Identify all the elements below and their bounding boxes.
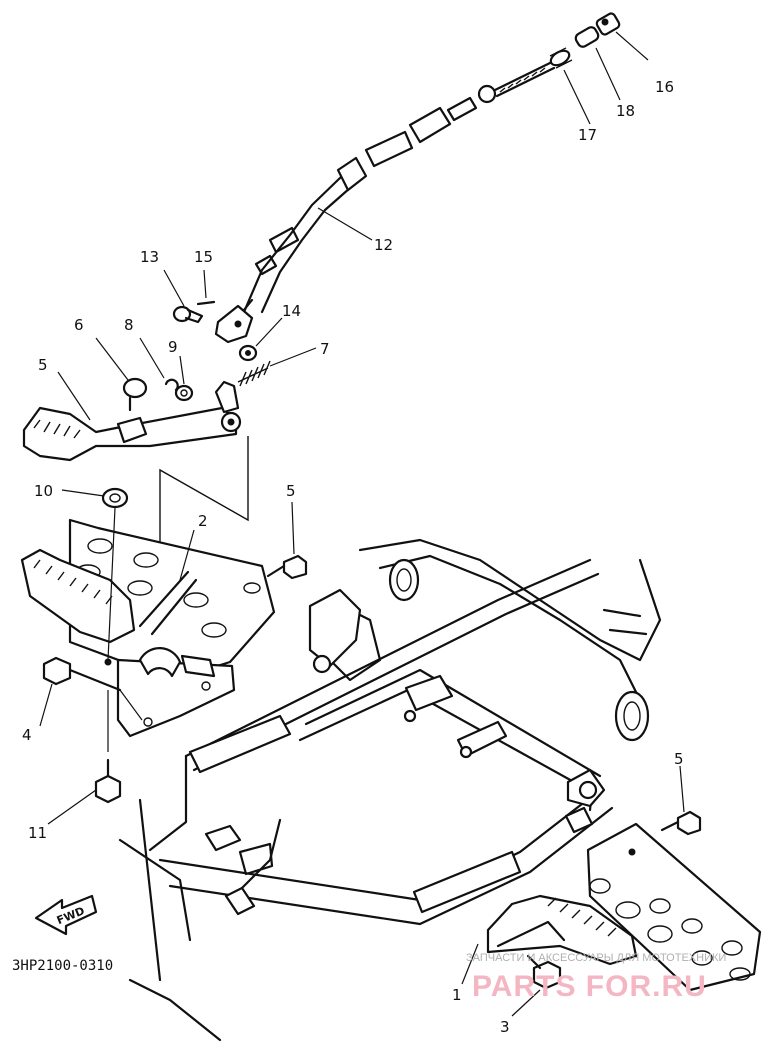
leader-lines — [39, 31, 685, 1017]
cotter-pin-16 — [196, 300, 216, 306]
right-footrest-plate — [586, 822, 762, 992]
callout-6: 5 — [38, 356, 48, 374]
bolt-4 — [42, 656, 143, 721]
right-footpeg — [486, 894, 638, 966]
callout-4: 4 — [22, 726, 32, 744]
cap-7 — [122, 377, 148, 412]
callout-15: 14 — [282, 302, 301, 320]
callout-8: 7 — [320, 340, 330, 358]
nut-12 — [101, 487, 129, 666]
bolt-5-right — [660, 810, 702, 836]
cable-clevis — [214, 298, 254, 344]
callout-19: 18 — [616, 102, 635, 120]
bolt-5-left — [266, 554, 308, 580]
callout-16: 15 — [194, 248, 213, 266]
washer-10 — [174, 384, 194, 402]
watermark-tagline: ЗАПЧАСТИ И АКСЕССУАРЫ ДЛЯ МОТОТЕХНИКИ — [466, 952, 726, 964]
callout-14: 13 — [140, 248, 159, 266]
spring-8 — [237, 360, 271, 387]
adjuster-collar-19 — [574, 26, 600, 48]
washer-9 — [164, 378, 179, 392]
callout-13: 12 — [374, 236, 393, 254]
fwd-arrow-icon: FWD — [34, 894, 98, 936]
callout-7: 6 — [74, 316, 84, 334]
bolt-11 — [94, 690, 122, 804]
callout-5-left: 5 — [286, 482, 296, 500]
callout-12: 10 — [34, 482, 53, 500]
assembly-guide-line — [159, 436, 249, 560]
atv-frame — [118, 538, 662, 1042]
brake-pedal-6 — [22, 380, 242, 462]
callout-1: 1 — [452, 986, 462, 1004]
left-footrest-plate-2 — [68, 518, 276, 682]
callout-5-right: 5 — [674, 750, 684, 768]
callout-18: 17 — [578, 126, 597, 144]
brake-cable — [242, 60, 556, 314]
diagram-code: 3HP2100-0310 — [12, 958, 113, 974]
callout-17: 16 — [655, 78, 674, 96]
pin-14 — [172, 305, 204, 324]
callout-10: 9 — [168, 338, 178, 356]
left-footpeg-1 — [20, 548, 236, 738]
adjuster-nut-17 — [595, 12, 621, 36]
adjuster-spring-18 — [549, 47, 573, 69]
bolt-3 — [526, 954, 562, 990]
callout-11: 11 — [28, 824, 47, 842]
nut-15 — [238, 344, 258, 362]
callout-3: 3 — [500, 1018, 510, 1036]
watermark-logo: PARTS FOR.RU — [472, 970, 707, 1003]
callout-2: 2 — [198, 512, 208, 530]
callout-9: 8 — [124, 316, 134, 334]
